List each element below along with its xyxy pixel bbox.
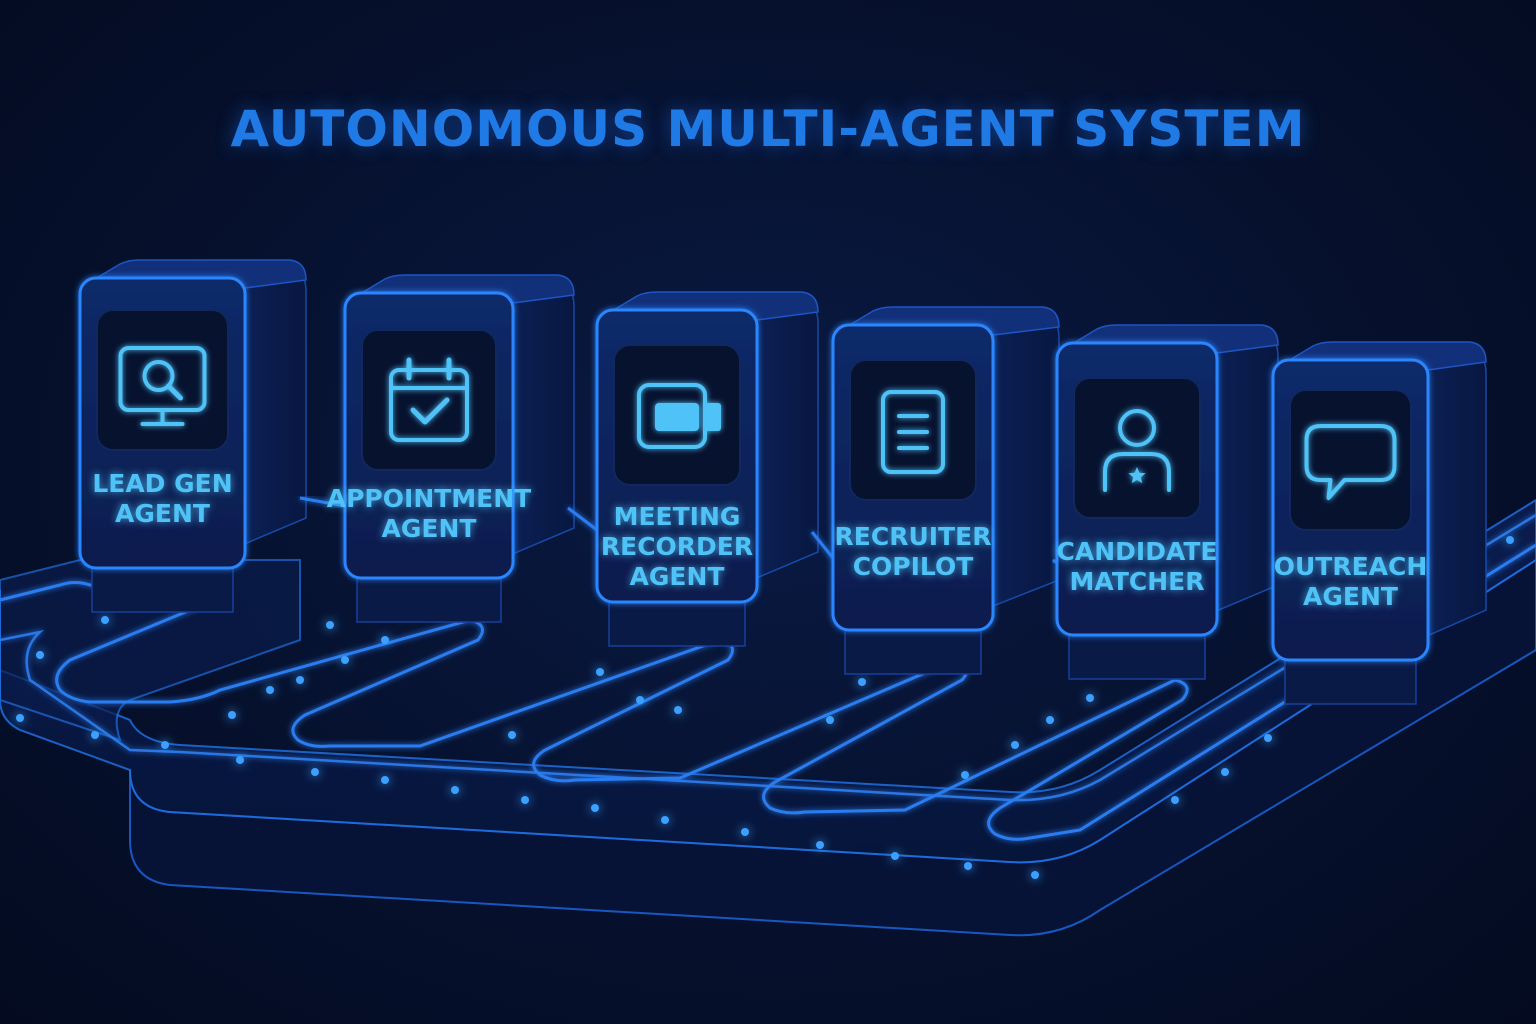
track-light: [91, 731, 99, 739]
track-light: [596, 668, 604, 676]
agent-label-line: LEAD GEN: [92, 469, 232, 498]
tower-pedestal: [608, 595, 746, 647]
agent-label-line: AGENT: [382, 514, 477, 543]
agent-label-line: MEETING: [614, 502, 741, 531]
agent-label-line: CANDIDATE: [1057, 537, 1218, 566]
agent-label-line: OUTREACH: [1274, 552, 1428, 581]
track-light: [891, 852, 899, 860]
track-light: [161, 741, 169, 749]
icon-tile: [1073, 377, 1201, 519]
track-light: [1171, 796, 1179, 804]
agent-label-line: AGENT: [1303, 582, 1398, 611]
tower-pedestal: [844, 623, 982, 675]
track-light: [661, 816, 669, 824]
agent-connector: [810, 531, 835, 559]
track-light: [674, 706, 682, 714]
track-light: [964, 862, 972, 870]
agent-connector: [299, 496, 346, 508]
track-light: [228, 711, 236, 719]
calendar-check-icon: [389, 357, 469, 442]
track-light: [1046, 716, 1054, 724]
track-light: [591, 804, 599, 812]
track-light: [326, 621, 334, 629]
track-light: [1011, 741, 1019, 749]
track-light: [636, 696, 644, 704]
track-light: [341, 656, 349, 664]
track-light: [311, 768, 319, 776]
agent-connector: [567, 506, 598, 532]
agent-label-line: RECORDER: [601, 532, 753, 561]
track-light: [961, 771, 969, 779]
tower-pedestal: [1284, 653, 1417, 705]
track-light: [101, 616, 109, 624]
document-icon: [881, 390, 945, 474]
agent-label-line: MATCHER: [1070, 567, 1205, 596]
track-light: [16, 714, 24, 722]
tower-pedestal: [91, 561, 234, 613]
tower-pedestal: [356, 571, 502, 623]
track-light: [1506, 536, 1514, 544]
track-light: [36, 651, 44, 659]
agent-label-line: COPILOT: [853, 552, 974, 581]
board-top: [0, 498, 1536, 864]
track-light: [816, 841, 824, 849]
track-path: [0, 543, 1536, 841]
agent-label-line: AGENT: [630, 562, 725, 591]
icon-tile: [361, 329, 497, 471]
track-light: [296, 676, 304, 684]
track-light: [266, 686, 274, 694]
track-light: [1264, 734, 1272, 742]
track-light: [451, 786, 459, 794]
track-light: [1086, 694, 1094, 702]
icon-tile: [96, 309, 229, 451]
track-lights: [16, 536, 1514, 879]
track-light: [858, 678, 866, 686]
track-light: [741, 828, 749, 836]
track-outer-edge: [0, 513, 1536, 802]
monitor-search-icon: [118, 346, 207, 426]
track-light: [508, 731, 516, 739]
conveyor-track: [0, 513, 1536, 841]
diagram-title: AUTONOMOUS MULTI-AGENT SYSTEM: [230, 100, 1306, 158]
track-light: [381, 776, 389, 784]
track-light: [1031, 871, 1039, 879]
track-light: [381, 636, 389, 644]
track-light: [1221, 768, 1229, 776]
chat-bubble-icon: [1304, 424, 1397, 500]
video-camera-icon: [637, 383, 721, 449]
track-light: [521, 796, 529, 804]
user-star-icon: [1103, 409, 1171, 492]
track-light: [236, 756, 244, 764]
agent-label-line: AGENT: [115, 499, 210, 528]
agent-label-line: APPOINTMENT: [327, 484, 531, 513]
track-light: [826, 716, 834, 724]
agent-label-line: RECRUITER: [835, 522, 992, 551]
